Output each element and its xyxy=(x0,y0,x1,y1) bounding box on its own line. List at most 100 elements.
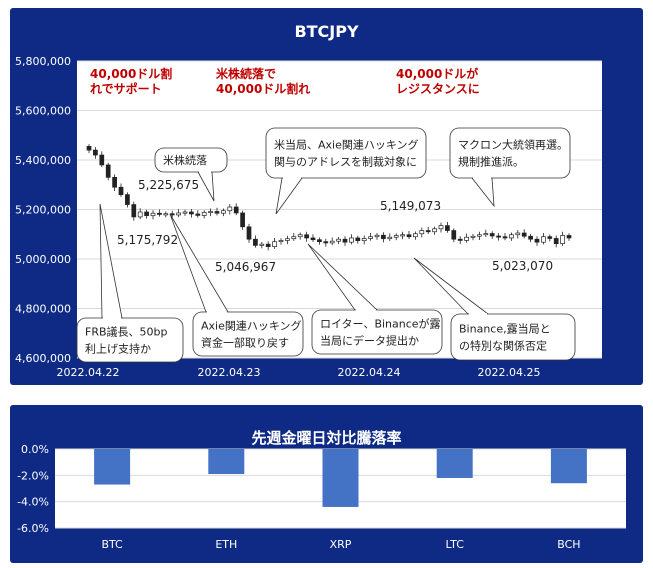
callout: ロイター、Binanceが露当局にデータ提出か xyxy=(307,243,443,355)
candle xyxy=(419,227,425,238)
candle xyxy=(157,209,162,217)
candle xyxy=(413,231,418,240)
candle-body xyxy=(361,238,367,242)
bar-eth xyxy=(208,449,245,475)
candle-body xyxy=(419,230,425,235)
candle xyxy=(496,233,501,241)
candle xyxy=(528,234,533,243)
candle xyxy=(521,229,527,239)
bar-category-label: ETH xyxy=(215,538,237,551)
candle xyxy=(144,209,149,219)
candle xyxy=(406,231,412,239)
candle-body xyxy=(304,234,309,239)
candle-body xyxy=(400,234,405,237)
candle-body xyxy=(201,212,207,216)
candle-body xyxy=(323,241,329,244)
y-tick-label: 5,400,000 xyxy=(15,154,71,167)
callout-box xyxy=(450,313,576,361)
candle-body xyxy=(195,213,201,216)
candle xyxy=(534,236,540,246)
candle-body xyxy=(534,238,540,243)
candle-body xyxy=(355,237,361,242)
callout-text: 米株続落 xyxy=(163,153,207,167)
candle-body xyxy=(381,234,386,240)
candle xyxy=(297,232,303,240)
candle-body xyxy=(566,235,572,239)
callout: マクロン大統領再選。規制推進派。 xyxy=(449,127,571,208)
candle-body xyxy=(470,235,476,238)
candle xyxy=(105,162,111,181)
candle-body xyxy=(342,238,348,243)
candle-body xyxy=(368,236,373,239)
candle xyxy=(509,232,514,241)
y-tick-label: 5,000,000 xyxy=(15,253,71,266)
candle xyxy=(432,226,437,235)
candle-body xyxy=(176,212,181,216)
candle-body xyxy=(464,236,469,241)
candle-body xyxy=(432,228,437,233)
candle xyxy=(355,235,361,244)
candle xyxy=(438,222,444,233)
candle-body xyxy=(93,149,98,156)
candle xyxy=(137,208,143,220)
bar-xrp xyxy=(322,449,359,507)
bar-y-tick-label: -6.0% xyxy=(17,522,49,535)
candle-body xyxy=(233,206,239,214)
candle-body xyxy=(112,176,117,188)
callout-box xyxy=(265,127,427,179)
candle-body xyxy=(297,234,303,238)
candle-body xyxy=(253,238,258,246)
candle xyxy=(272,237,277,249)
candle xyxy=(323,238,329,247)
candle-body xyxy=(163,213,169,216)
candle-body xyxy=(425,230,431,233)
candle-body xyxy=(393,235,399,238)
candle-body xyxy=(477,234,482,237)
bar-category-label: BCH xyxy=(557,538,580,551)
candle xyxy=(445,221,450,233)
candle-body xyxy=(336,238,341,242)
candle-body xyxy=(496,235,501,238)
candle xyxy=(483,229,489,237)
candle xyxy=(368,233,373,241)
candle xyxy=(131,201,137,221)
candle xyxy=(425,226,431,235)
candle xyxy=(150,210,156,220)
bar-y-tick-label: -4.0% xyxy=(17,496,49,509)
candle-body xyxy=(278,240,284,243)
x-tick-label: 2022.04.24 xyxy=(338,366,401,379)
candle xyxy=(304,231,309,242)
candle xyxy=(285,235,290,245)
candle-body xyxy=(329,240,335,244)
candle xyxy=(329,237,335,246)
callout-box xyxy=(154,147,228,173)
candle xyxy=(189,209,194,218)
candle xyxy=(112,174,117,191)
bar-y-tick-label: 0.0% xyxy=(21,443,49,456)
candle xyxy=(342,236,348,246)
y-tick-label: 5,200,000 xyxy=(15,204,71,217)
candle-body xyxy=(349,237,354,243)
candle xyxy=(566,233,572,241)
candle xyxy=(560,231,565,246)
bar-chart-title: 先週金曜日対比騰落率 xyxy=(251,429,402,447)
candle-body xyxy=(457,238,463,241)
candle-body xyxy=(221,210,226,214)
candle-body xyxy=(259,243,265,246)
candle xyxy=(118,183,124,197)
candle xyxy=(374,233,380,240)
candle-body xyxy=(144,211,149,217)
candle-body xyxy=(118,186,124,196)
candle xyxy=(93,147,98,159)
candle xyxy=(176,209,181,218)
candle xyxy=(240,210,245,230)
candle xyxy=(547,234,553,242)
bar-btc xyxy=(94,449,131,485)
y-tick-label: 5,600,000 xyxy=(15,105,71,118)
candle xyxy=(470,234,476,241)
candle-body xyxy=(451,230,457,240)
price-label: 5,149,073 xyxy=(380,199,441,213)
